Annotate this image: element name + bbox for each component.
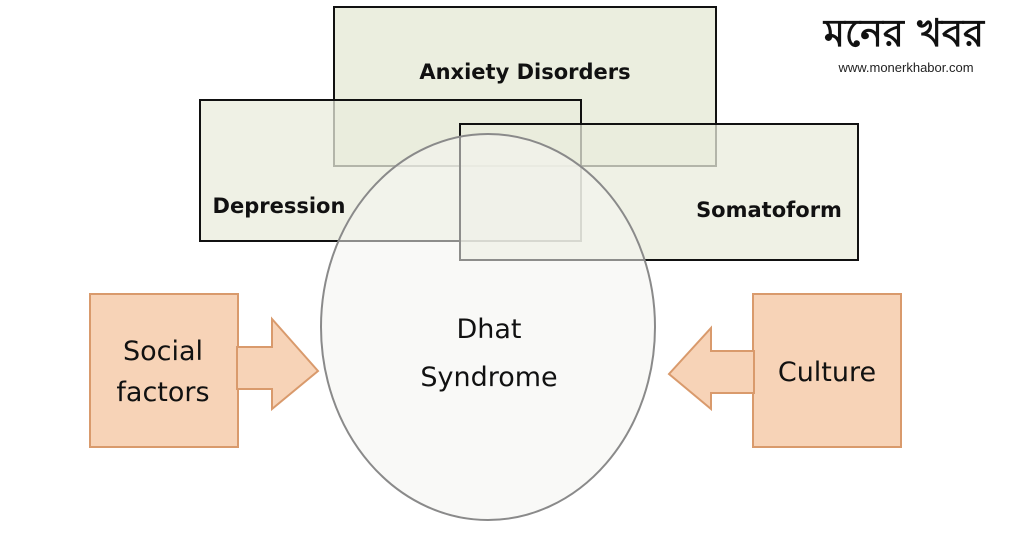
anxiety-disorders-label: Anxiety Disorders xyxy=(419,60,630,84)
syndrome-label: Syndrome xyxy=(420,362,557,393)
social-factors-box xyxy=(89,293,239,448)
social-factors-label-line2: factors xyxy=(116,377,209,408)
brand-url: www.monerkhabor.com xyxy=(837,60,973,75)
culture-arrow xyxy=(667,325,755,412)
somatoform-label: Somatoform xyxy=(696,198,842,222)
culture-label: Culture xyxy=(778,357,876,388)
dhat-label: Dhat xyxy=(456,314,521,345)
dhat-syndrome-ellipse xyxy=(320,133,656,521)
social-factors-label-line1: Social xyxy=(123,336,203,367)
culture-box xyxy=(752,293,902,448)
depression-label: Depression xyxy=(213,194,346,218)
social-factors-arrow xyxy=(236,316,320,412)
brand-logo: মনের খবর xyxy=(822,10,985,55)
